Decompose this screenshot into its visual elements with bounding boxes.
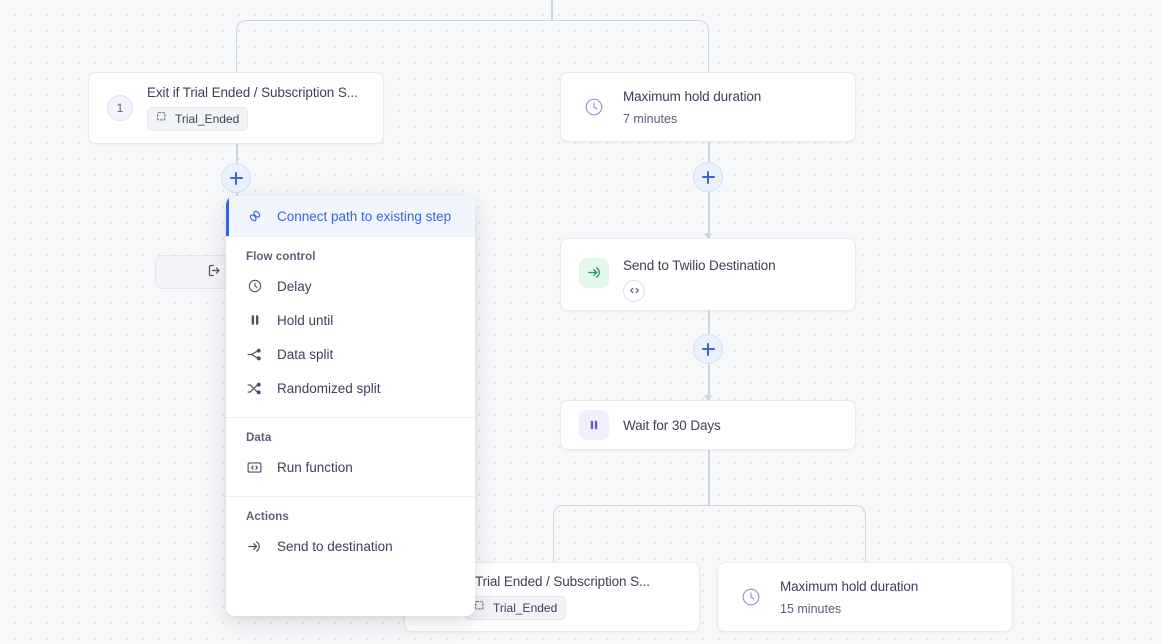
randomized-split-icon xyxy=(246,380,263,397)
clock-icon xyxy=(579,92,609,122)
node-header-row: Send to Twilio Destination xyxy=(579,248,837,302)
node-wait-30-days[interactable]: Wait for 30 Days xyxy=(560,400,856,450)
connector-arrow-1 xyxy=(703,233,712,239)
link-icon xyxy=(246,208,263,225)
node-header-row: 1 Exit if Trial Ended / Subscription S..… xyxy=(107,85,365,131)
connector-top-incoming xyxy=(551,0,553,21)
code-icon xyxy=(246,459,263,476)
node-chip: Trial_Ended xyxy=(465,596,567,620)
connector-bottom-split xyxy=(553,505,866,567)
selection-cursor-icon xyxy=(156,111,169,127)
node-subtitle: 15 minutes xyxy=(780,601,842,616)
node-title: if Trial Ended / Subscription S... xyxy=(465,574,650,589)
menu-item-label: Hold until xyxy=(277,312,334,328)
connector-top-split xyxy=(236,20,709,72)
node-subtitle: 7 minutes xyxy=(623,111,678,126)
send-to-destination-icon xyxy=(246,538,263,555)
node-title: Maximum hold duration xyxy=(780,578,919,594)
menu-item-label: Delay xyxy=(277,278,312,294)
connector-right-4 xyxy=(708,363,710,400)
chip-label: Trial_Ended xyxy=(493,601,558,615)
send-to-destination-icon xyxy=(579,257,609,288)
data-split-icon xyxy=(246,346,263,363)
connector-right-3 xyxy=(708,311,710,334)
exit-icon xyxy=(207,263,222,281)
clock-icon xyxy=(736,582,766,612)
menu-group-label: Actions xyxy=(246,511,289,523)
node-chip: Trial_Ended xyxy=(147,107,249,131)
connector-left-to-plus xyxy=(236,144,238,164)
menu-group-actions: Actions Send to destination xyxy=(226,497,475,575)
connector-right-5 xyxy=(708,450,710,506)
menu-item-delay[interactable]: Delay xyxy=(226,269,475,303)
add-step-right-mid-button[interactable] xyxy=(693,334,723,364)
node-title: Send to Twilio Destination xyxy=(623,257,776,273)
menu-item-send-to-destination[interactable]: Send to destination xyxy=(226,529,475,563)
connector-right-2 xyxy=(708,191,710,238)
code-icon xyxy=(623,279,645,302)
node-max-hold-15[interactable]: Maximum hold duration 15 minutes xyxy=(717,562,1013,632)
node-send-twilio[interactable]: Send to Twilio Destination xyxy=(560,238,856,311)
node-exit-trial-top[interactable]: 1 Exit if Trial Ended / Subscription S..… xyxy=(88,72,384,144)
node-header-row: Maximum hold duration 7 minutes xyxy=(579,89,837,126)
add-step-left-button[interactable] xyxy=(221,163,251,193)
node-header-row: if Trial Ended / Subscription S... Trial… xyxy=(423,574,681,620)
menu-item-label: Send to destination xyxy=(277,538,393,554)
add-step-right-top-button[interactable] xyxy=(693,162,723,192)
node-max-hold-7[interactable]: Maximum hold duration 7 minutes xyxy=(560,72,856,142)
menu-divider xyxy=(226,236,475,237)
menu-group-label: Data xyxy=(246,432,272,444)
menu-item-label: Randomized split xyxy=(277,380,381,396)
connector-right-1 xyxy=(708,142,710,162)
node-header-row: Wait for 30 Days xyxy=(579,410,837,440)
pause-icon xyxy=(246,312,263,329)
node-title: Wait for 30 Days xyxy=(623,417,721,433)
clock-icon xyxy=(246,278,263,295)
menu-item-label: Connect path to existing step xyxy=(277,208,452,224)
node-header-row: Maximum hold duration 15 minutes xyxy=(736,579,994,616)
menu-item-label: Data split xyxy=(277,346,334,362)
menu-group-flow-control: Flow control Delay Hold until xyxy=(226,237,475,417)
menu-item-randomized-split[interactable]: Randomized split xyxy=(226,371,475,405)
menu-item-connect-path[interactable]: Connect path to existing step xyxy=(226,196,475,236)
node-title: Maximum hold duration xyxy=(623,88,762,104)
menu-divider xyxy=(226,496,475,497)
connector-arrow-2 xyxy=(703,395,712,401)
menu-item-run-function[interactable]: Run function xyxy=(226,450,475,484)
step-number-badge: 1 xyxy=(107,95,133,121)
chip-label: Trial_Ended xyxy=(175,112,240,126)
menu-item-hold-until[interactable]: Hold until xyxy=(226,303,475,337)
menu-item-data-split[interactable]: Data split xyxy=(226,337,475,371)
pause-icon xyxy=(579,410,609,440)
menu-divider xyxy=(226,417,475,418)
menu-item-label: Run function xyxy=(277,459,353,475)
add-step-menu[interactable]: Connect path to existing step Flow contr… xyxy=(226,196,475,616)
node-title: Exit if Trial Ended / Subscription S... xyxy=(147,85,358,100)
menu-group-label: Flow control xyxy=(246,251,316,263)
menu-group-data: Data Run function xyxy=(226,418,475,496)
selection-cursor-icon xyxy=(474,600,487,616)
